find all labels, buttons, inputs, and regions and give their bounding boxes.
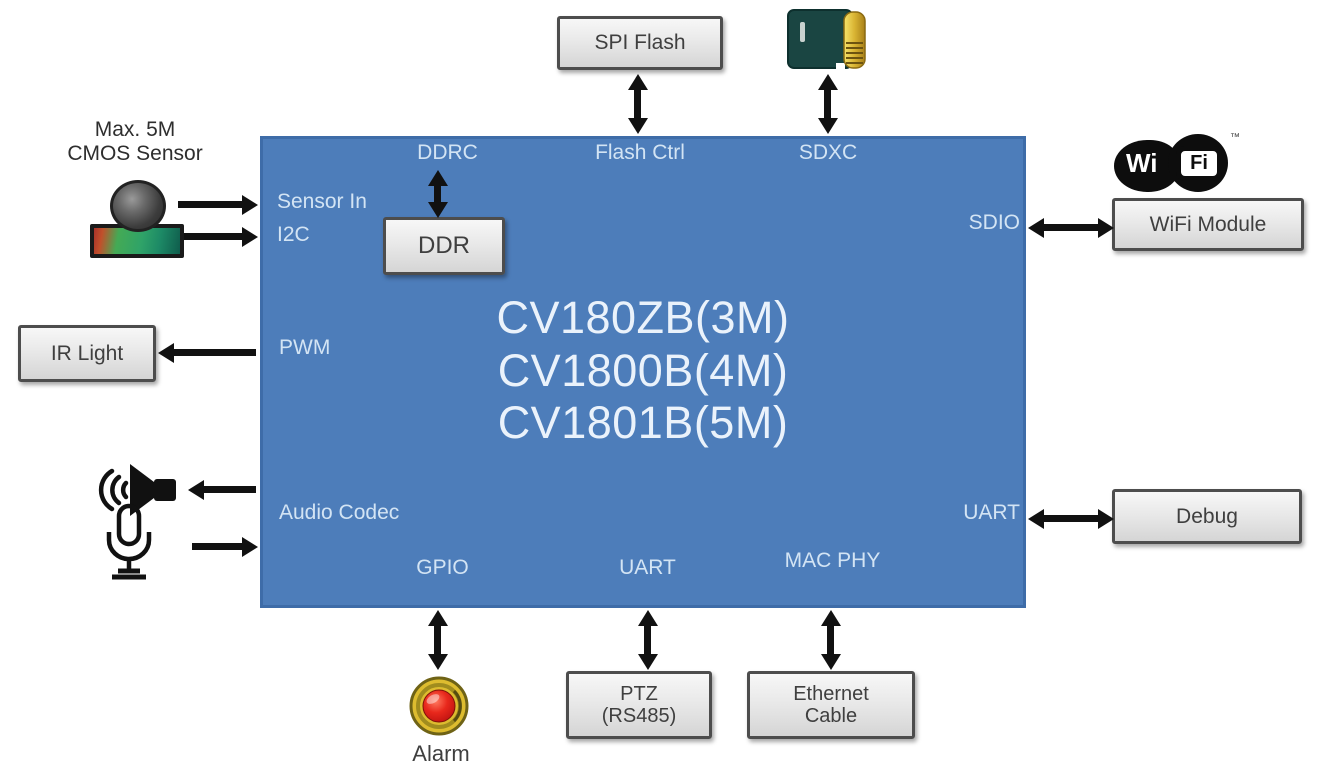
ptz-box-line-1: PTZ xyxy=(620,682,658,705)
ptz-box-line-2: (RS485) xyxy=(601,705,677,727)
port-label-mac-phy: MAC PHY xyxy=(784,549,881,572)
port-label-sensor-in: Sensor In xyxy=(277,190,367,213)
arrow-audio-speaker xyxy=(188,479,256,500)
chip-title-line-2: CV1800B(4M) xyxy=(497,344,789,396)
arrow-sensor-in xyxy=(178,194,258,215)
alarm-button-icon xyxy=(409,676,469,736)
wifi-module-box: WiFi Module xyxy=(1112,198,1304,251)
chip-title: CV180ZB(3M) CV1800B(4M) CV1801B(5M) xyxy=(368,292,918,450)
cmos-sensor-label-line-1: Max. 5M xyxy=(94,118,176,141)
arrow-i2c xyxy=(168,226,258,247)
port-label-uart-right: UART xyxy=(963,501,1020,524)
ethernet-cable-box-line-2: Cable xyxy=(804,705,858,727)
ethernet-cable-box-line-1: Ethernet xyxy=(793,682,869,705)
alarm-label: Alarm xyxy=(412,741,470,766)
wifi-logo-icon: Wi Fi ™ xyxy=(1114,132,1240,196)
ir-light-box: IR Light xyxy=(18,325,156,382)
arrow-spi-flash xyxy=(627,74,648,134)
arrow-macphy-ethernet xyxy=(820,610,841,670)
port-label-uart-bottom: UART xyxy=(619,556,676,579)
port-label-i2c: I2C xyxy=(277,223,310,246)
trademark-symbol: ™ xyxy=(1230,132,1240,143)
arrow-sdio-wifi xyxy=(1028,217,1114,238)
wifi-logo-fi-text: Fi xyxy=(1176,146,1222,181)
ethernet-cable-box: Ethernet Cable xyxy=(747,671,915,739)
camera-lens-icon xyxy=(110,180,166,232)
microphone-icon xyxy=(106,503,152,580)
arrow-uart-debug xyxy=(1028,508,1114,529)
port-label-gpio: GPIO xyxy=(416,556,469,579)
debug-box: Debug xyxy=(1112,489,1302,544)
arrow-pwm-irlight xyxy=(158,342,256,363)
arrow-ddrc-ddr xyxy=(427,170,448,218)
arrow-mic-audio xyxy=(192,536,258,557)
arrow-uart-ptz xyxy=(637,610,658,670)
cmos-sensor-camera-icon xyxy=(90,180,184,258)
chip-title-line-3: CV1801B(5M) xyxy=(497,397,789,449)
port-label-pwm: PWM xyxy=(279,336,331,359)
ddr-box: DDR xyxy=(383,217,505,275)
arrow-sd-card xyxy=(817,74,838,134)
cmos-sensor-label-line-2: CMOS Sensor xyxy=(67,141,203,165)
chip-block: CV180ZB(3M) CV1800B(4M) CV1801B(5M) xyxy=(260,136,1026,608)
chip-title-line-1: CV180ZB(3M) xyxy=(496,292,790,343)
ptz-box: PTZ (RS485) xyxy=(566,671,712,739)
speaker-icon xyxy=(98,464,176,516)
port-label-audio-codec: Audio Codec xyxy=(279,501,400,524)
port-label-flash-ctrl: Flash Ctrl xyxy=(595,141,685,164)
wifi-logo-wi-text: Wi xyxy=(1126,148,1158,178)
port-label-ddrc: DDRC xyxy=(417,141,478,164)
cmos-sensor-label: Max. 5M CMOS Sensor xyxy=(30,118,240,165)
arrow-gpio-alarm xyxy=(427,610,448,670)
port-label-sdio: SDIO xyxy=(968,211,1020,234)
port-label-sdxc: SDXC xyxy=(798,141,858,164)
sd-card-icon xyxy=(787,9,866,69)
spi-flash-box: SPI Flash xyxy=(557,16,723,70)
